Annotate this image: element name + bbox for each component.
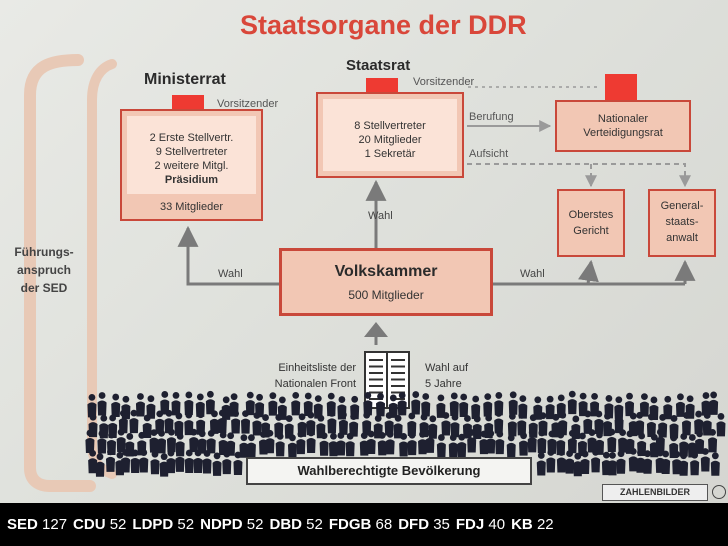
verteidigungsrat-box: Nationaler Verteidigungsrat [555,100,691,152]
label-wahl-left: Wahl [218,268,243,280]
legend-party: DBD [269,516,302,533]
wahl-jahre-label: Wahl auf 5 Jahre [425,362,469,390]
legend-party: KB [511,516,533,533]
legend-item: FDJ 40 [456,516,505,533]
legend-item: FDGB 68 [329,516,392,533]
arrow-aufsicht [467,163,691,188]
legend-party: DFD [398,516,430,533]
ministerrat-members: 33 Mitglieder [160,201,223,213]
ministerrat-line-3: 2 weitere Mitgl. [154,160,229,172]
staatsrat-line-1: 8 Stellvertreter [354,120,426,132]
legend-item: KB 22 [511,516,554,533]
staatsrat-line-3: 1 Sekretär [364,148,416,160]
volkskammer-box: Volkskammer 500 Mitglieder [279,248,493,316]
sidebar-label: Führungs- anspruch der SED [14,245,74,295]
legend-party: FDJ [455,516,485,533]
einheitsliste-label: Einheitsliste der Nationalen Front [274,362,356,390]
legend-party: NDPD [200,516,243,533]
diagram-photo: Staatsorgane der DDR Führungs- anspruch … [0,0,728,503]
ministerrat-box: 2 Erste Stellvertr. 9 Stellvertreter 2 w… [120,109,263,221]
legend-item: DFD 35 [398,516,450,533]
staatsrat-chair-label: Vorsitzender [413,76,475,88]
population-banner: Wahlberechtigte Bevölkerung [246,457,532,485]
credit-badge: ZAHLENBILDER [602,484,708,501]
crowd-icon [85,390,726,477]
legend-item: DBD 52 [269,516,322,533]
ministerrat-line-1: 2 Erste Stellvertr. [149,132,234,144]
legend-item: LDPD 52 [132,516,194,533]
oberstes-gericht-box: Oberstes Gericht [557,189,625,257]
staatsrat-line-2: 20 Mitglieder [358,134,422,146]
verteidigungsrat-chair-icon [605,74,637,102]
ministerrat-chair-label: Vorsitzender [217,98,279,110]
arrowhead-population [364,322,388,337]
sidebar-bracket-outer [24,54,96,492]
generalstaatsanwalt-box: General- staats- anwalt [648,189,716,257]
ballot-icon [364,351,410,409]
page-title: Staatsorgane der DDR [240,10,527,40]
volkskammer-members: 500 Mitglieder [348,288,424,302]
legend-party: CDU [73,516,106,533]
label-wahl-staatsrat: Wahl [368,210,393,222]
verteidigungsrat-label: Nationaler Verteidigungsrat [583,113,663,139]
arrow-wahl-gericht [578,259,599,285]
legend-seats: 52 [246,516,264,533]
ministerrat-presidium: Präsidium [164,174,219,186]
legend-seats: 52 [177,516,195,533]
population-label: Wahlberechtigte Bevölkerung [297,463,481,478]
volkskammer-title: Volkskammer [334,263,438,280]
label-berufung: Berufung [469,111,514,123]
generalstaatsanwalt-label: General- staats- anwalt [660,200,704,244]
legend-party: SED [7,516,38,533]
legend-seats: 52 [306,516,323,533]
legend-seats: 22 [536,516,554,533]
legend-seats: 35 [433,516,450,533]
legend-seats: 40 [488,516,506,533]
credit-logo-icon [712,485,726,499]
legend-party: LDPD [132,516,174,533]
legend-item: NDPD 52 [200,516,263,533]
legend-party: FDGB [328,516,372,533]
arrow-wahl-ministerrat [177,225,279,286]
label-aufsicht: Aufsicht [469,148,509,160]
staatsrat-inner [323,99,457,171]
legend-seats: 52 [109,516,127,533]
legend-item: CDU 52 [73,516,126,533]
ministerrat-inner [127,116,256,194]
label-wahl-right: Wahl [520,268,545,280]
connector-layer [24,54,726,492]
ministerrat-line-2: 9 Stellvertreter [155,146,228,158]
ministerrat-heading: Ministerrat [144,71,226,88]
credit-label: ZAHLENBILDER [620,487,690,497]
legend-seats: 68 [375,516,393,533]
legend-seats: 127 [42,516,68,533]
staatsrat-box: 8 Stellvertreter 20 Mitglieder 1 Sekretä… [316,92,464,178]
staatsrat-heading: Staatsrat [346,57,411,74]
oberstes-gericht-label: Oberstes Gericht [568,209,614,237]
legend-item: SED 127 [7,516,67,533]
